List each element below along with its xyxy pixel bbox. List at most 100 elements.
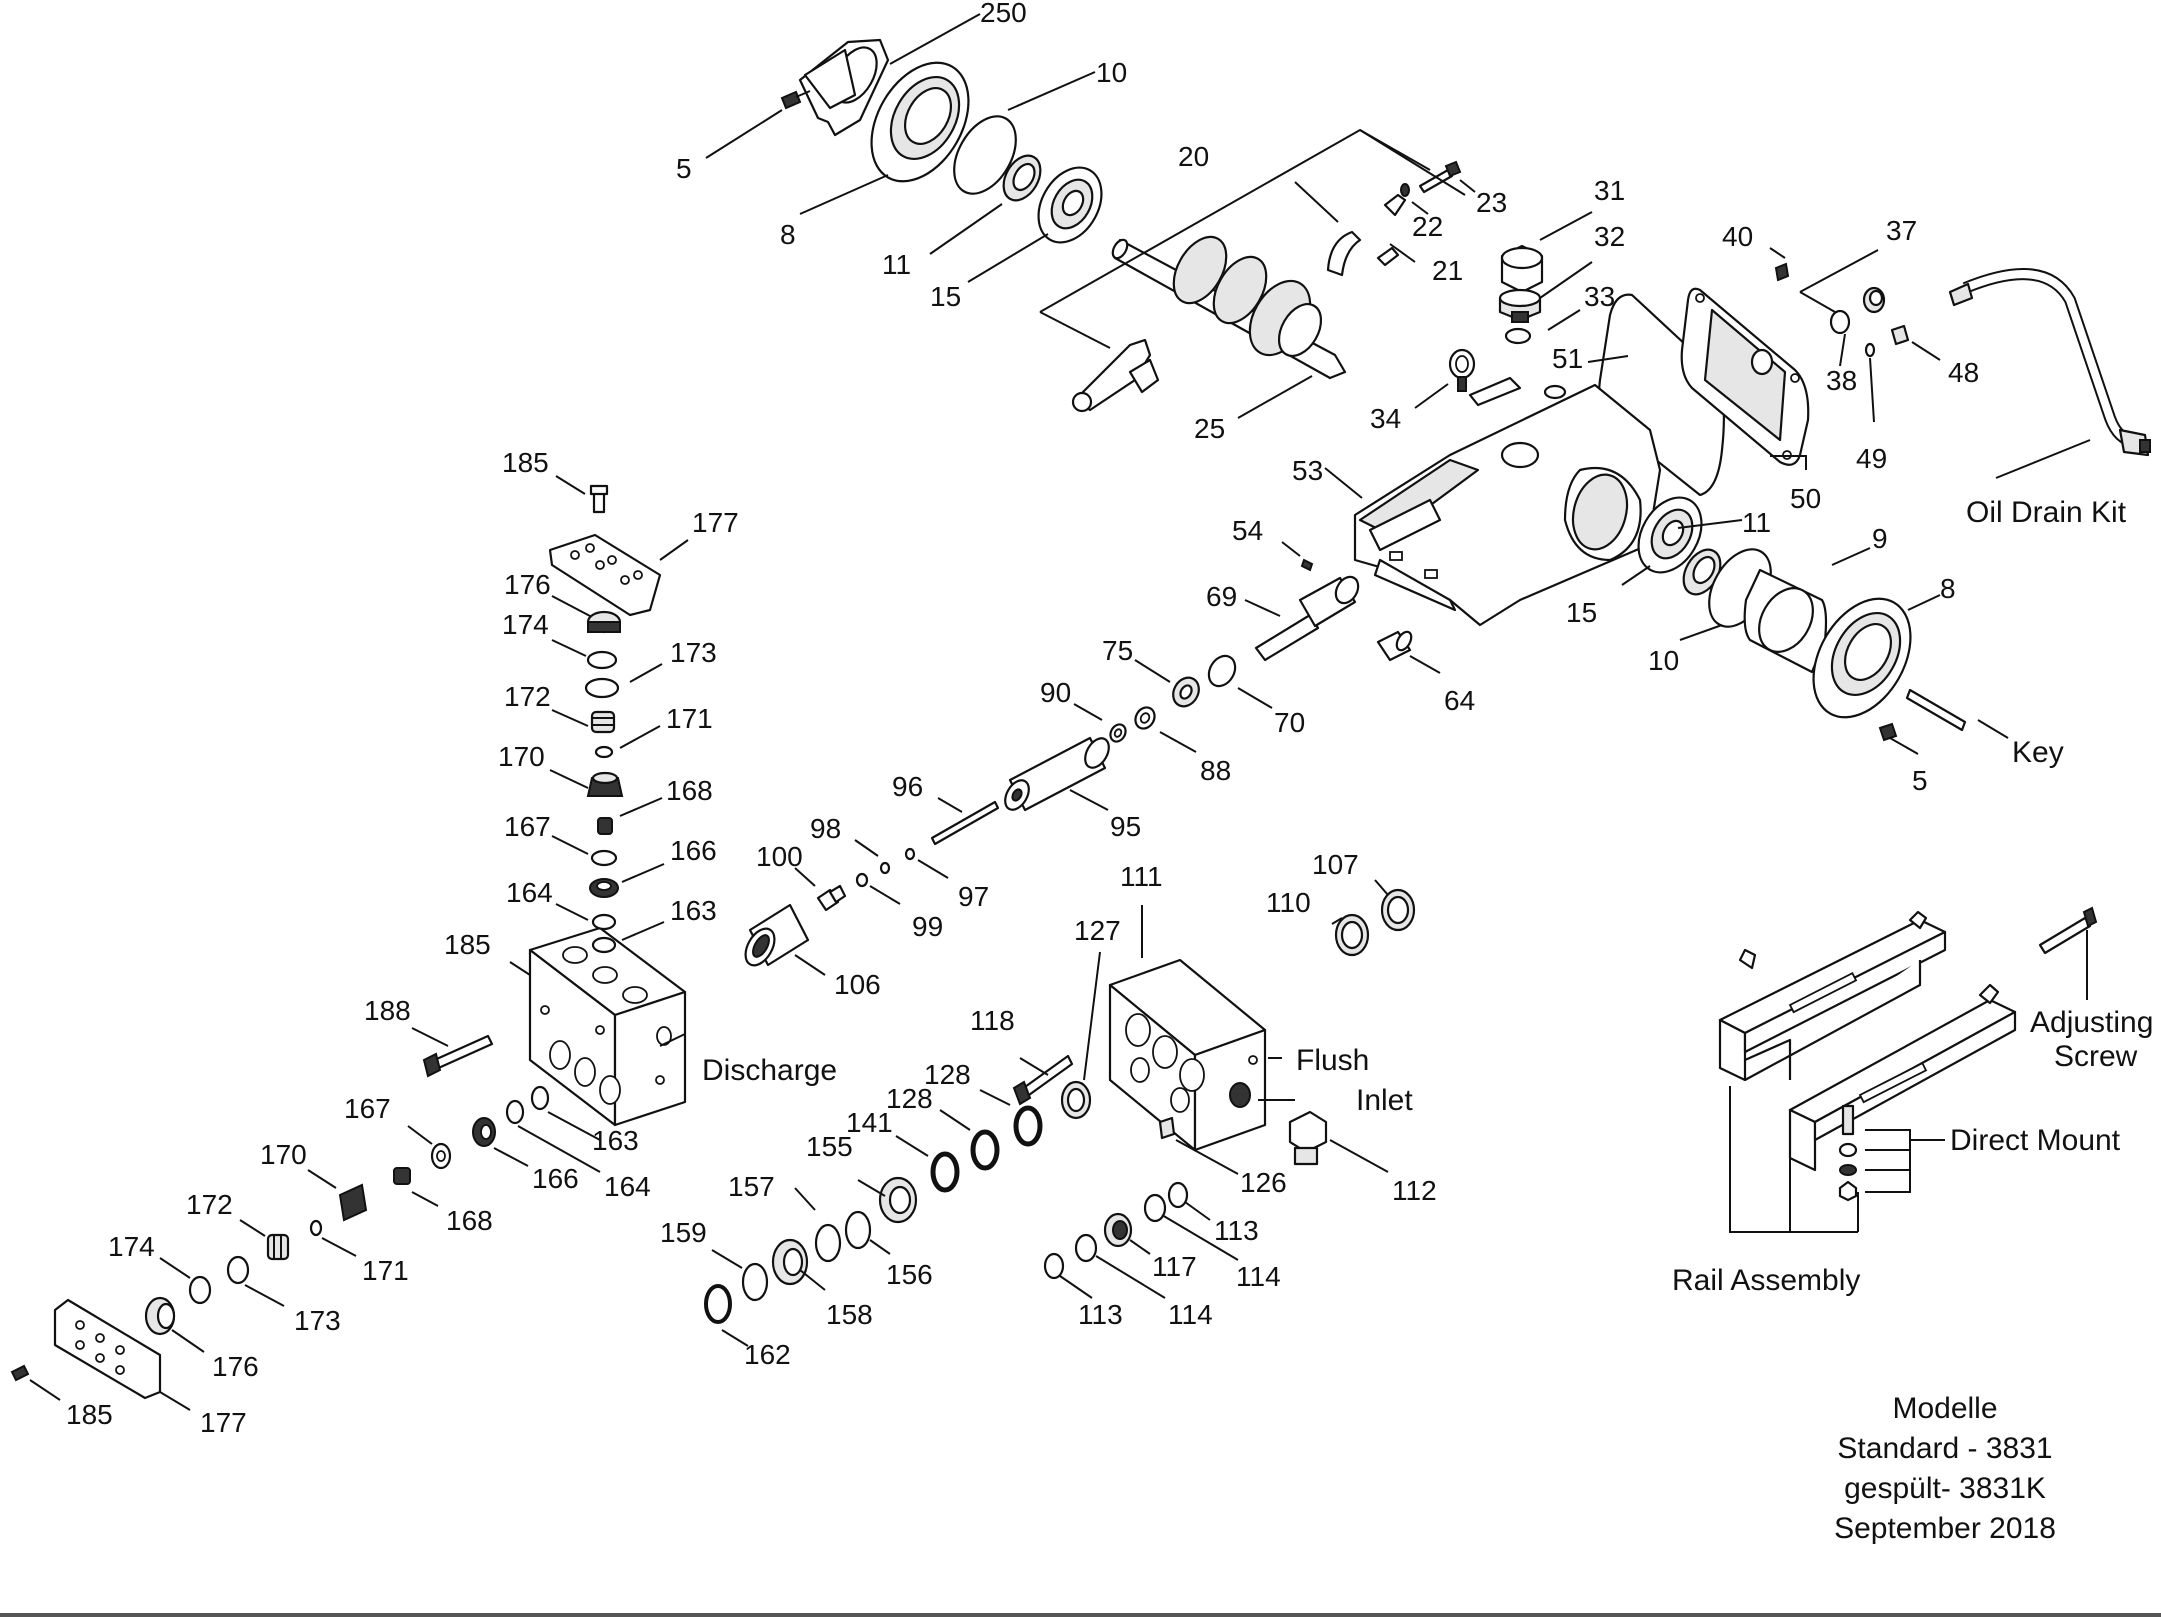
spring-167-top (597, 817, 613, 835)
part-label: 250 (980, 0, 1027, 28)
part-label: 15 (1566, 597, 1597, 628)
adjusting-screw-label-line2: Screw (2054, 1040, 2138, 1073)
ring-166-lower (430, 1142, 452, 1170)
bolt-177-top (589, 484, 609, 514)
part-label: 170 (498, 741, 545, 772)
o-ring-127-a (1013, 1105, 1043, 1147)
part-label: 117 (1152, 1251, 1197, 1282)
model-info-flushed: gespült- 3831K (1844, 1472, 2046, 1505)
part-label: 114 (1236, 1261, 1281, 1292)
screw-5-top (780, 90, 811, 110)
nut-99 (816, 884, 847, 912)
part-label: 75 (1102, 635, 1133, 666)
bearing-15-right (1637, 496, 1703, 574)
part-label: 106 (834, 969, 881, 1000)
pin-54 (1300, 558, 1314, 572)
part-label: 34 (1370, 403, 1401, 434)
valve-157 (771, 1238, 809, 1286)
part-label: 174 (502, 609, 549, 640)
part-label: 38 (1826, 365, 1857, 396)
key (1905, 688, 1967, 732)
part-label: 164 (506, 877, 553, 908)
valve-114 (1103, 1212, 1133, 1248)
flange-8-right (1812, 597, 1912, 719)
o-ring-10-top (953, 115, 1017, 195)
part-label: 173 (294, 1305, 341, 1336)
part-label: 171 (666, 703, 713, 734)
direct-mount-hardware (1838, 1104, 1858, 1202)
part-label: 31 (1594, 175, 1625, 206)
part-label: 110 (1266, 887, 1311, 918)
part-label: 33 (1584, 281, 1615, 312)
part-label: 88 (1200, 755, 1231, 786)
part-label: 158 (826, 1299, 873, 1330)
adjusting-screw (2038, 906, 2098, 955)
part-label: 118 (970, 1005, 1015, 1036)
flush-label: Flush (1296, 1044, 1369, 1077)
part-label: 10 (1648, 645, 1679, 676)
o-ring-159 (704, 1284, 732, 1324)
o-ring-173-top (586, 650, 618, 670)
part-label: 49 (1856, 443, 1887, 474)
plate-176-lower (53, 1298, 162, 1400)
part-label: 185 (502, 447, 549, 478)
o-ring-33 (1504, 327, 1532, 345)
washer-22 (1400, 183, 1410, 197)
part-label: 126 (1240, 1167, 1287, 1198)
screw-5-right (1878, 722, 1898, 742)
oil-cap-31 (1500, 244, 1544, 294)
plug-37 (1862, 286, 1886, 314)
part-label: 99 (912, 911, 943, 942)
ring-69 (1207, 654, 1237, 688)
seal-11-top (1002, 154, 1042, 202)
crankcase-53 (1353, 376, 1662, 627)
part-label: 70 (1274, 707, 1305, 738)
rod-cap-21 (1326, 193, 1407, 277)
rail-assembly-label: Rail Assembly (1672, 1264, 1860, 1297)
part-label: 114 (1168, 1299, 1213, 1330)
part-label: 50 (1790, 483, 1821, 514)
valve-cap-174-lower (144, 1296, 176, 1336)
bearing-cover-250 (798, 38, 890, 137)
bolt-177-lower (10, 1364, 30, 1382)
part-label: 95 (1110, 811, 1141, 842)
discharge-manifold-185 (528, 926, 687, 1127)
crankshaft-25 (1111, 235, 1347, 380)
o-ring-127-b (970, 1129, 1000, 1171)
part-label: 8 (1940, 573, 1956, 604)
part-label: 155 (806, 1131, 853, 1162)
inlet-label: Inlet (1356, 1084, 1413, 1117)
o-ring-112-lower (1043, 1252, 1065, 1280)
o-ring-38 (1829, 309, 1851, 335)
o-ring-112-upper (1167, 1181, 1189, 1209)
plunger-90 (1004, 736, 1110, 812)
washer-70 (1172, 676, 1200, 708)
o-ring-156 (814, 1223, 842, 1263)
part-label: 5 (1912, 765, 1928, 796)
o-ring-163-top (591, 913, 617, 931)
part-label: 141 (846, 1107, 893, 1138)
part-label: 162 (744, 1339, 791, 1370)
eye-bolt-34 (1448, 348, 1476, 392)
washer-75 (1134, 706, 1156, 730)
bearing-15-top (1037, 166, 1103, 244)
screw-40 (1774, 262, 1790, 282)
part-label: 15 (930, 281, 961, 312)
part-label: 25 (1194, 413, 1225, 444)
part-label: 8 (780, 219, 796, 250)
o-ring-113-lower (1074, 1233, 1098, 1263)
screw-23 (1418, 160, 1462, 194)
part-label: 128 (924, 1059, 971, 1090)
valve-seat-164-top (589, 878, 619, 898)
part-label: 168 (666, 775, 713, 806)
model-info-title: Modelle (1892, 1392, 1997, 1425)
seal-106 (1380, 888, 1416, 932)
valve-168-top (586, 771, 624, 797)
direct-mount-label: Direct Mount (1950, 1124, 2121, 1157)
part-label: 163 (670, 895, 717, 926)
part-label: 20 (1178, 141, 1209, 172)
part-label: 40 (1722, 221, 1753, 252)
ring-97 (879, 861, 891, 875)
part-label: 185 (444, 929, 491, 960)
part-label: 170 (260, 1139, 307, 1170)
